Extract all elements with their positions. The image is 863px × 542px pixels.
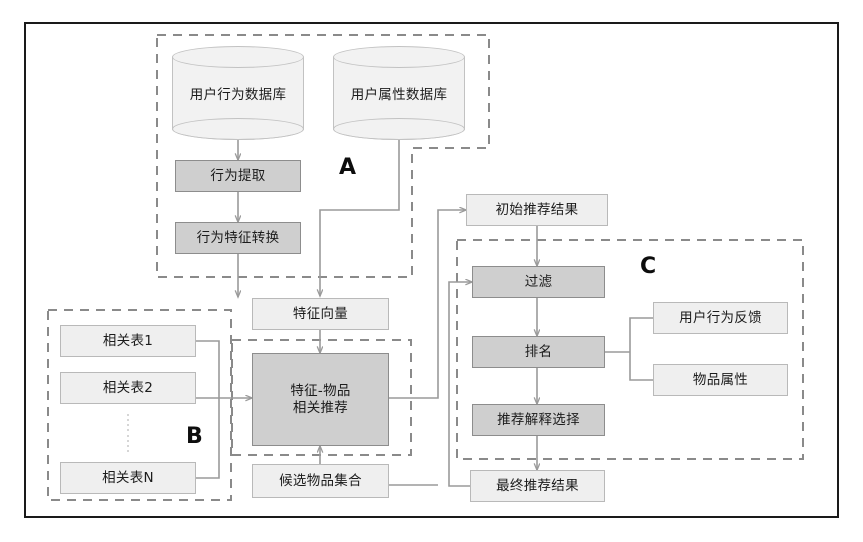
node-label: 相关表1 xyxy=(102,332,154,349)
node-relation-table-2[interactable]: 相关表2 xyxy=(60,372,196,404)
node-feature-item-recommend[interactable]: 特征-物品 相关推荐 xyxy=(252,353,389,446)
node-label: 用户行为数据库 xyxy=(189,87,287,103)
edge-finalresult-feedback-to-filter xyxy=(448,282,472,487)
group-b-boundary xyxy=(47,309,232,501)
node-ranking[interactable]: 排名 xyxy=(472,336,605,368)
node-label: 行为提取 xyxy=(210,167,266,184)
node-label: 候选物品集合 xyxy=(279,472,362,489)
node-label: 排名 xyxy=(524,343,553,360)
node-final-result[interactable]: 最终推荐结果 xyxy=(470,470,605,502)
node-label: 物品属性 xyxy=(692,371,749,388)
node-label: 推荐解释选择 xyxy=(497,411,580,428)
node-feature-vector[interactable]: 特征向量 xyxy=(252,298,389,330)
edge-table1-bus xyxy=(196,340,220,398)
cylinder-bottom-edge xyxy=(333,118,465,140)
edge-feedback-bus xyxy=(629,317,653,352)
node-relation-table-n[interactable]: 相关表N xyxy=(60,462,196,494)
node-explain-select[interactable]: 推荐解释选择 xyxy=(472,404,605,436)
node-behavior-extract[interactable]: 行为提取 xyxy=(175,160,301,192)
edge-attributedb-to-featurevector xyxy=(320,140,400,296)
node-label-line1: 特征-物品 xyxy=(290,382,351,399)
cylinder-body xyxy=(172,57,304,129)
node-relation-table-1[interactable]: 相关表1 xyxy=(60,325,196,357)
node-label: 特征向量 xyxy=(292,305,349,322)
node-user-feedback[interactable]: 用户行为反馈 xyxy=(653,302,788,334)
cylinder-bottom-edge xyxy=(172,118,304,140)
node-user-behavior-db[interactable]: 用户行为数据库 xyxy=(172,46,304,140)
cylinder-body xyxy=(333,57,465,129)
cylinder-top xyxy=(333,46,465,68)
node-label: 最终推荐结果 xyxy=(496,477,579,494)
node-user-attribute-db[interactable]: 用户属性数据库 xyxy=(333,46,465,140)
node-label: 用户属性数据库 xyxy=(350,87,448,103)
node-label: 过滤 xyxy=(524,273,553,290)
group-core-boundary xyxy=(231,339,412,456)
node-label: 相关表2 xyxy=(102,379,154,396)
group-c-boundary xyxy=(456,239,804,460)
node-label: 用户行为反馈 xyxy=(679,309,762,326)
edge-tablen-bus xyxy=(196,398,220,479)
group-label-a: A xyxy=(339,155,357,180)
node-candidate-items[interactable]: 候选物品集合 xyxy=(252,464,389,498)
edge-itemattr-bus xyxy=(629,352,653,381)
relation-tables-ellipsis xyxy=(127,414,129,452)
node-initial-result[interactable]: 初始推荐结果 xyxy=(466,194,608,226)
edge-core-to-initialresult xyxy=(389,210,466,399)
node-filter[interactable]: 过滤 xyxy=(472,266,605,298)
node-label: 行为特征转换 xyxy=(196,229,280,246)
group-label-c: C xyxy=(640,254,657,279)
node-label: 相关表N xyxy=(102,469,154,486)
node-item-attribute[interactable]: 物品属性 xyxy=(653,364,788,396)
node-label-line2: 相关推荐 xyxy=(292,399,349,416)
cylinder-top xyxy=(172,46,304,68)
group-label-b: B xyxy=(186,424,203,449)
node-label: 初始推荐结果 xyxy=(495,201,579,218)
node-behavior-transform[interactable]: 行为特征转换 xyxy=(175,222,301,254)
